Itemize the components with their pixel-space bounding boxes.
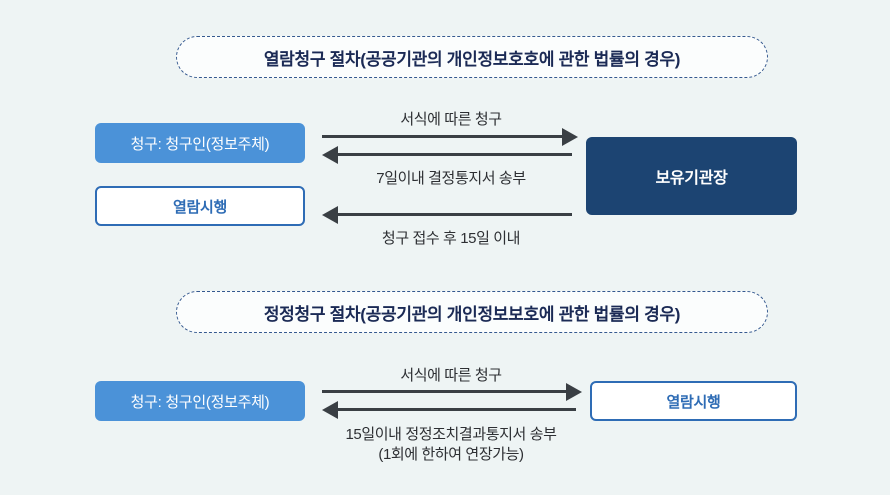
section1-title: 열람청구 절차(공공기관의 개인정보호호에 관한 법률의 경우) xyxy=(176,36,768,78)
section2-arrow2-label: 15일이내 정정조치결과통지서 송부 xyxy=(345,426,557,443)
section2-execute-box: 열람시행 xyxy=(590,381,797,421)
section1-arrow3 xyxy=(322,205,572,224)
section2-arrow1 xyxy=(322,382,582,401)
section2-arrow2-sublabel: (1회에 한하여 연장가능) xyxy=(378,446,524,463)
section1-arrow2 xyxy=(322,145,572,164)
arrowhead-right-icon xyxy=(562,127,578,146)
arrowhead-right-icon xyxy=(566,382,582,401)
arrowhead-left-icon xyxy=(322,145,338,164)
section1-holder-box: 보유기관장 xyxy=(586,137,797,215)
section1-arrow3-label: 청구 접수 후 15일 이내 xyxy=(381,230,521,247)
arrowhead-left-icon xyxy=(322,205,338,224)
section1-execute-box: 열람시행 xyxy=(95,186,305,226)
section2-requester-box: 청구: 청구인(정보주체) xyxy=(95,381,305,421)
section2-title: 정정청구 절차(공공기관의 개인정보보호에 관한 법률의 경우) xyxy=(176,291,768,333)
section2-arrow1-label: 서식에 따른 청구 xyxy=(400,367,502,384)
section1-arrow1-label: 서식에 따른 청구 xyxy=(400,111,502,128)
section1-requester-box: 청구: 청구인(정보주체) xyxy=(95,123,305,163)
section1-arrow2-label: 7일이내 결정통지서 송부 xyxy=(376,170,526,187)
arrowhead-left-icon xyxy=(322,400,338,419)
section1-arrow1 xyxy=(322,127,578,146)
section2-arrow2 xyxy=(322,400,576,419)
